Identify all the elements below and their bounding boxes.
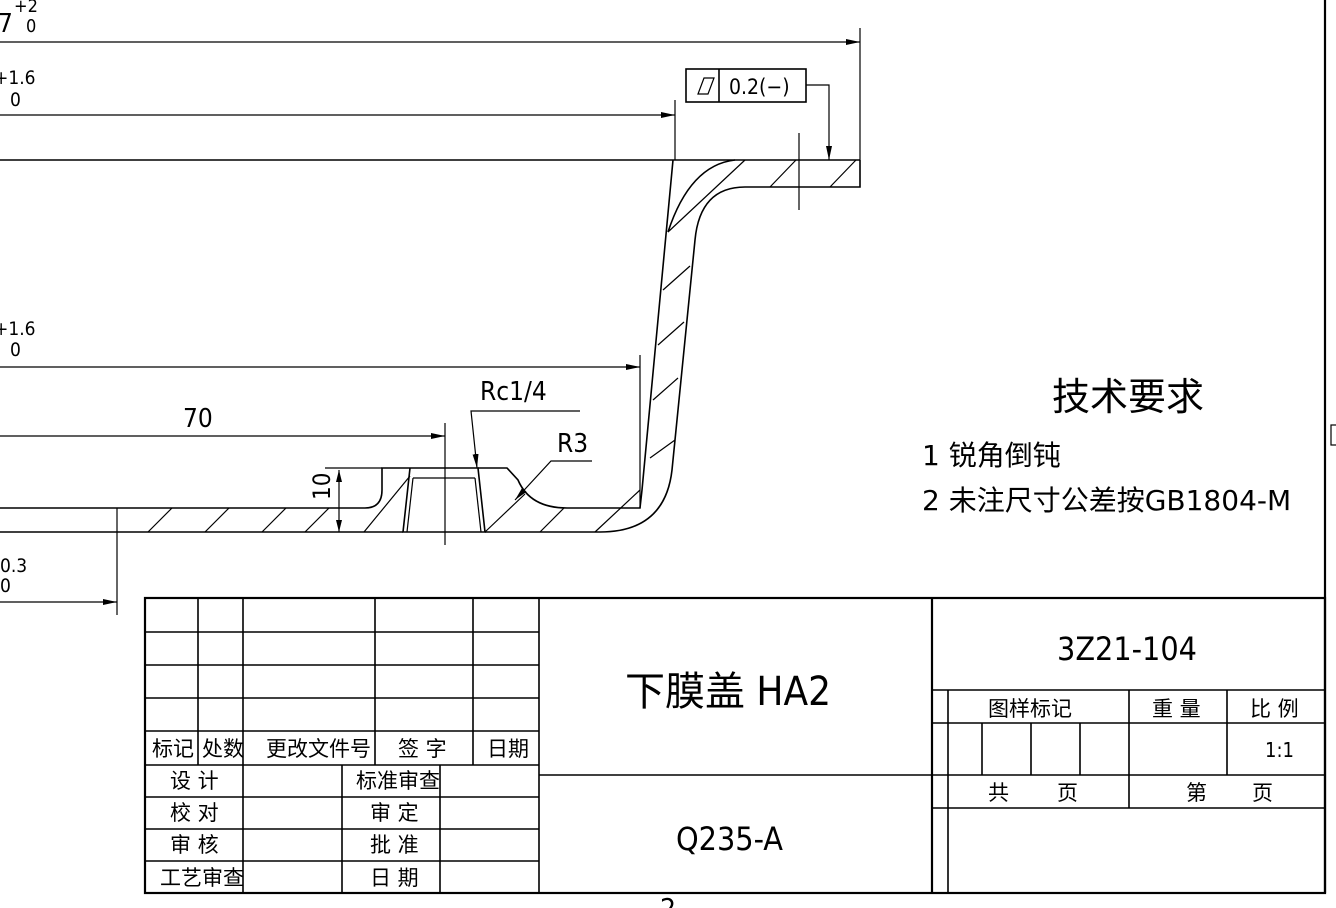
dim-10-text: 10: [308, 473, 336, 500]
header-count: 处数: [202, 737, 244, 761]
cut-off-label: 2: [660, 892, 676, 908]
thread-callout: Rc1/4: [470, 377, 580, 469]
drawing-number: 3Z21-104: [1057, 630, 1197, 668]
label-sheet-page: 页: [1252, 781, 1273, 805]
label-pattern-mark: 图样标记: [988, 697, 1072, 721]
radius-callout: R3: [514, 429, 592, 501]
label-review: 审 核: [170, 833, 219, 857]
header-change-doc: 更改文件号: [266, 737, 371, 761]
frame-marker: [1330, 424, 1336, 446]
part-name: 下膜盖 HA2: [625, 669, 831, 715]
header-mark: 标记: [152, 737, 194, 761]
dimension-bottom-offset: 0.3 0: [0, 508, 118, 615]
dim-70-text: 70: [183, 404, 213, 434]
dimension-boss-height: 10: [308, 467, 382, 532]
dim-offset-lower: 0: [0, 575, 11, 597]
dim-inner-upper: +1.6: [0, 318, 36, 340]
label-weight: 重 量: [1152, 697, 1201, 721]
label-approve-final: 审 定: [370, 801, 419, 825]
flatness-value: 0.2(−): [729, 75, 790, 99]
header-signature: 签 字: [398, 737, 447, 761]
technical-requirements: 技术要求 1 锐角倒钝 2 未注尺寸公差按GB1804-M: [922, 375, 1291, 517]
tech-req-title: 技术要求: [1052, 375, 1204, 419]
section-hatching: [147, 159, 857, 533]
label-check: 校 对: [170, 801, 219, 825]
material: Q235-A: [676, 820, 783, 858]
dim-offset-upper: 0.3: [0, 555, 27, 577]
label-process-review: 工艺审查: [160, 866, 244, 890]
dim-flange-lower: 0: [10, 89, 21, 111]
dim-top-upper: +2: [14, 0, 38, 17]
part-section-profile: [0, 159, 861, 533]
label-standard-review: 标准审查: [356, 769, 440, 793]
label-date: 日 期: [370, 866, 419, 890]
label-sheet: 第: [1186, 781, 1207, 805]
dim-inner-lower: 0: [10, 339, 21, 361]
tech-req-item-2: 2 未注尺寸公差按GB1804-M: [922, 484, 1291, 517]
flatness-tolerance-frame: 0.2(−): [685, 68, 832, 210]
dimension-flange-width: +1.6 0: [0, 67, 676, 160]
label-authorize: 批 准: [370, 833, 419, 857]
header-date: 日期: [487, 737, 529, 761]
label-total-pages: 页: [1057, 781, 1078, 805]
label-design: 设 计: [170, 769, 219, 793]
title-block: 标记 处数 更改文件号 签 字 日期 设 计 校 对 审 核 工艺审查 标准审查…: [143, 596, 1327, 895]
dimension-hole-position: 70: [0, 404, 446, 545]
radius-callout-text: R3: [557, 429, 588, 459]
dimension-top-width: 7 +2 0: [0, 0, 861, 160]
tech-req-item-1: 1 锐角倒钝: [922, 439, 1061, 472]
dim-top-base: 7: [0, 9, 13, 39]
dimension-inner-width: +1.6 0: [0, 318, 641, 508]
label-total: 共: [988, 781, 1009, 805]
dim-top-lower: 0: [26, 16, 36, 37]
thread-callout-text: Rc1/4: [480, 377, 547, 407]
scale-value: 1:1: [1265, 738, 1294, 762]
dim-flange-upper: +1.6: [0, 67, 36, 89]
label-scale: 比 例: [1250, 697, 1299, 721]
flatness-icon: [697, 77, 715, 95]
